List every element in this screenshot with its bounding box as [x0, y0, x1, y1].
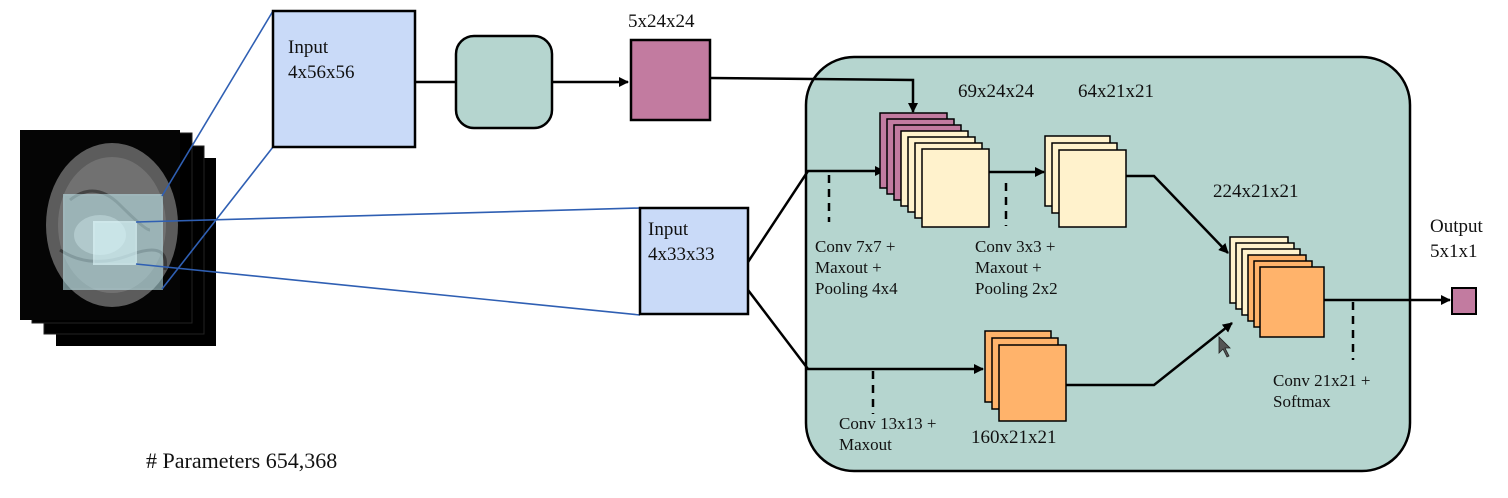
- stack-64x21x21: [1044, 135, 1127, 228]
- mouse-cursor-icon: [1218, 336, 1231, 358]
- input-large-title: Input: [288, 37, 329, 58]
- input-large-box: [271, 9, 417, 149]
- after-conv3-label: 64x21x21: [1078, 81, 1154, 102]
- input-small-title: Input: [648, 219, 689, 240]
- concat-top-label: 69x24x24: [958, 81, 1034, 102]
- conv3-layer-label: Conv 3x3 + Maxout + Pooling 2x2: [975, 237, 1058, 298]
- output-dims: 5x1x1: [1430, 241, 1478, 262]
- conv-block: [454, 34, 554, 130]
- conv21-layer-label: Conv 21x21 + Softmax: [1273, 371, 1371, 411]
- output-title: Output: [1430, 216, 1483, 237]
- top-output-box: [629, 38, 712, 122]
- top-output-dims-label: 5x24x24: [628, 11, 695, 32]
- output-box: [1451, 287, 1477, 315]
- small-patch-highlight: [93, 221, 137, 265]
- brain-scan-stack: [20, 130, 216, 346]
- stack-224x21x21: [1229, 236, 1325, 338]
- input-large-dims: 4x56x56: [288, 62, 355, 83]
- input-small-dims: 4x33x33: [648, 244, 715, 265]
- stack-69x24x24: [879, 112, 990, 228]
- merged-label: 224x21x21: [1213, 181, 1299, 202]
- stack-160x21x21: [984, 330, 1067, 422]
- conv7-layer-label: Conv 7x7 + Maxout + Pooling 4x4: [815, 237, 898, 298]
- bottom-path-label: 160x21x21: [971, 427, 1057, 448]
- parameter-count: # Parameters 654,368: [146, 448, 338, 473]
- patch-projection-lines: [135, 10, 641, 316]
- conv13-layer-label: Conv 13x13 + Maxout: [839, 414, 937, 454]
